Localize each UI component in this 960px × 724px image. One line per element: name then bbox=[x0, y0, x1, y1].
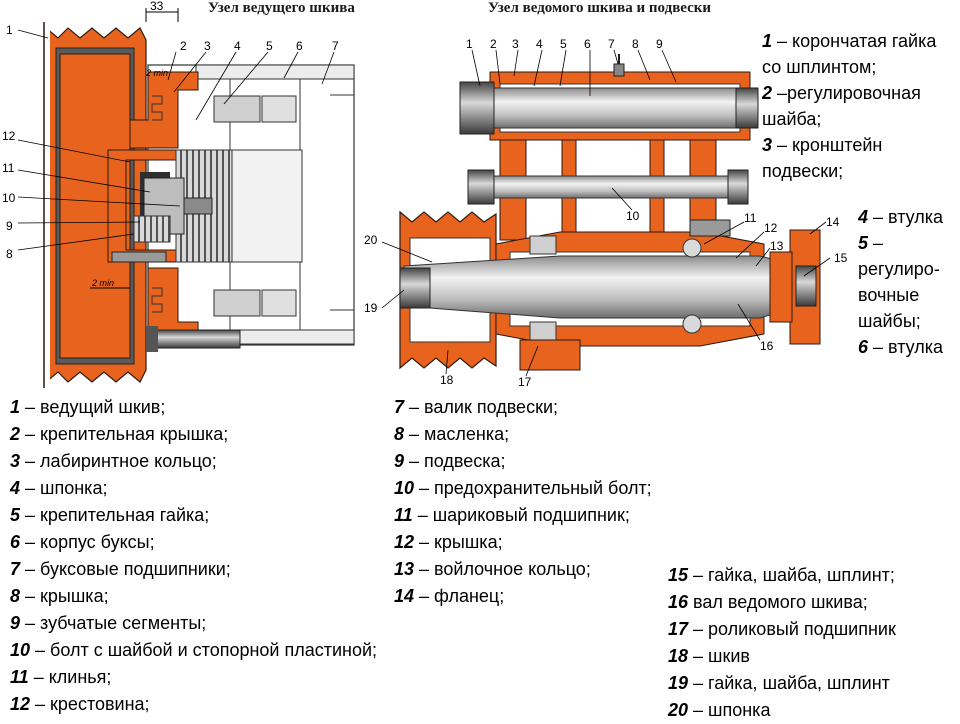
legend-column-3: 15 – гайка, шайба, шплинт; 16 вал ведомо… bbox=[668, 562, 896, 724]
callout-right-7: 7 bbox=[608, 37, 615, 51]
side-legend-line: шайбы; bbox=[858, 311, 921, 331]
legend-item: 11 – шариковый подшипник; bbox=[394, 505, 630, 525]
callout-left-8: 8 bbox=[6, 247, 13, 261]
legend-item: 4 – шпонка; bbox=[10, 478, 108, 498]
pulley-assembly-drawing: 33 2 min 2 min 1 2 3 4 5 6 7 8 bbox=[2, 0, 848, 390]
side-legend-lower: 4 – втулка 5 – регулиро- вочные шайбы; 6… bbox=[858, 204, 960, 360]
side-legend-line: 5 – bbox=[858, 233, 884, 253]
gap-label-upper: 2 min bbox=[145, 68, 168, 78]
callout-left-2: 2 bbox=[180, 39, 187, 53]
legend-item: 9 – зубчатые сегменты; bbox=[10, 613, 207, 633]
callout-right-2: 2 bbox=[490, 37, 497, 51]
side-legend-line: 3 – кронштейн bbox=[762, 135, 883, 155]
side-legend-line: вочные bbox=[858, 285, 920, 305]
legend-item: 7 – валик подвески; bbox=[394, 397, 558, 417]
callout-right-18: 18 bbox=[440, 373, 454, 387]
side-legend-line: 6 – втулка bbox=[858, 337, 944, 357]
callout-right-10: 10 bbox=[626, 209, 640, 223]
side-legend-line: 1 – корончатая гайка bbox=[762, 31, 937, 51]
legend-item: 1 – ведущий шкив; bbox=[10, 397, 166, 417]
callout-right-11: 11 bbox=[744, 211, 757, 225]
callout-right-12: 12 bbox=[764, 221, 778, 235]
callout-right-14: 14 bbox=[826, 215, 840, 229]
legend-item: 16 вал ведомого шкива; bbox=[668, 592, 868, 612]
callout-left-5: 5 bbox=[266, 39, 273, 53]
callout-right-9: 9 bbox=[656, 37, 663, 51]
legend-item: 5 – крепительная гайка; bbox=[10, 505, 210, 525]
legend-item: 2 – крепительная крышка; bbox=[10, 424, 229, 444]
gap-label-lower: 2 min bbox=[91, 278, 114, 288]
title-drive-pulley: Узел ведущего шкива bbox=[208, 0, 355, 16]
title-driven-pulley: Узел ведомого шкива и подвески bbox=[488, 0, 712, 16]
callout-left-9: 9 bbox=[6, 219, 13, 233]
side-legend-line: 2 –регулировочная bbox=[762, 83, 921, 103]
side-legend-line: шайба; bbox=[762, 109, 822, 129]
legend-item: 7 – буксовые подшипники; bbox=[10, 559, 231, 579]
legend-item: 10 – предохранительный болт; bbox=[394, 478, 652, 498]
callout-right-16: 16 bbox=[760, 339, 774, 353]
callout-right-8: 8 bbox=[632, 37, 639, 51]
callout-left-10: 10 bbox=[2, 191, 16, 205]
legend-item: 9 – подвеска; bbox=[394, 451, 506, 471]
callout-right-13: 13 bbox=[770, 239, 784, 253]
callout-right-20: 20 bbox=[364, 233, 378, 247]
legend-item: 10 – болт с шайбой и стопорной пластиной… bbox=[10, 640, 378, 660]
legend-item: 17 – роликовый подшипник bbox=[668, 619, 896, 639]
legend-item: 19 – гайка, шайба, шплинт bbox=[668, 673, 890, 693]
legend-column-1: 1 – ведущий шкив; 2 – крепительная крышк… bbox=[10, 394, 377, 718]
callout-right-3: 3 bbox=[512, 37, 519, 51]
legend-item: 11 – клинья; bbox=[10, 667, 112, 687]
legend-item: 15 – гайка, шайба, шплинт; bbox=[668, 565, 895, 585]
legend-item: 13 – войлочное кольцо; bbox=[394, 559, 591, 579]
callout-right-4: 4 bbox=[536, 37, 543, 51]
callout-left-3: 3 bbox=[204, 39, 211, 53]
legend-column-2: 7 – валик подвески; 8 – масленка; 9 – по… bbox=[394, 394, 652, 610]
callout-right-17: 17 bbox=[518, 375, 532, 389]
callout-right-1: 1 bbox=[466, 37, 473, 51]
legend-item: 8 – масленка; bbox=[394, 424, 510, 444]
callout-left-4: 4 bbox=[234, 39, 241, 53]
legend-item: 14 – фланец; bbox=[394, 586, 505, 606]
callout-left-11: 11 bbox=[2, 161, 15, 175]
callout-left-1: 1 bbox=[6, 23, 13, 37]
legend-item: 3 – лабиринтное кольцо; bbox=[10, 451, 217, 471]
side-legend-line: подвески; bbox=[762, 161, 844, 181]
legend-item: 20 – шпонка bbox=[668, 700, 771, 720]
driven-pulley-unit: 1 2 3 4 5 6 7 8 9 10 11 12 13 14 15 16 1… bbox=[364, 37, 848, 389]
side-legend-line: 4 – втулка bbox=[858, 207, 944, 227]
callout-right-6: 6 bbox=[584, 37, 591, 51]
side-legend-line: регулиро- bbox=[858, 259, 940, 279]
callout-left-7: 7 bbox=[332, 39, 339, 53]
legend-item: 8 – крышка; bbox=[10, 586, 109, 606]
callout-right-19: 19 bbox=[364, 301, 378, 315]
callout-right-5: 5 bbox=[560, 37, 567, 51]
callout-left-12: 12 bbox=[2, 129, 16, 143]
legend-item: 18 – шкив bbox=[668, 646, 750, 666]
dimension-33: 33 bbox=[150, 0, 164, 13]
side-legend-line: со шплинтом; bbox=[762, 57, 877, 77]
legend-item: 12 – крышка; bbox=[394, 532, 503, 552]
callout-left-6: 6 bbox=[296, 39, 303, 53]
legend-item: 12 – крестовина; bbox=[10, 694, 150, 714]
callout-right-15: 15 bbox=[834, 251, 848, 265]
legend-item: 6 – корпус буксы; bbox=[10, 532, 155, 552]
drive-pulley-unit: 33 2 min 2 min 1 2 3 4 5 6 7 8 bbox=[2, 0, 355, 390]
side-legend: 1 – корончатая гайка со шплинтом; 2 –рег… bbox=[762, 28, 960, 184]
